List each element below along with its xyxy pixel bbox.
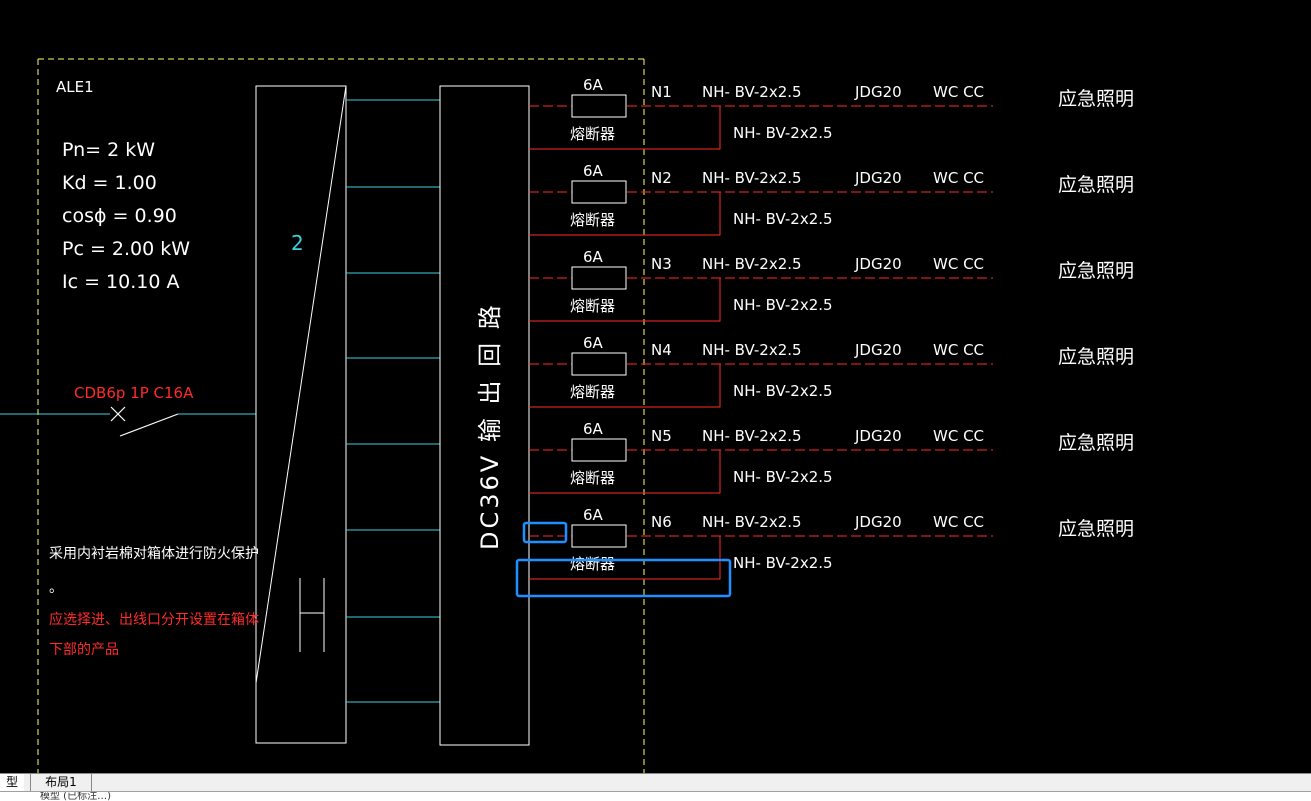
output-box: DC36V 输 出 回 路 xyxy=(439,85,530,746)
circuit-id: N4 xyxy=(651,341,672,359)
circuit-cable2: NH- BV-2x2.5 xyxy=(733,124,833,142)
circuit-laying: WC CC xyxy=(933,341,984,359)
selection-box-small[interactable] xyxy=(522,521,568,544)
circuit-load: 应急照明 xyxy=(1058,88,1134,110)
circuit-cable: NH- BV-2x2.5 xyxy=(702,341,802,359)
tab-model[interactable]: 型 xyxy=(0,774,25,791)
output-box-label: DC36V 输 出 回 路 xyxy=(476,302,504,550)
panel-params: Pn= 2 kW Kd = 1.00 cosϕ = 0.90 Pc = 2.00 kW… xyxy=(62,139,190,293)
command-line[interactable]: 模型 (已标注…) xyxy=(0,791,1311,801)
circuit-cable2: NH- BV-2x2.5 xyxy=(733,382,833,400)
circuit-cable2: NH- BV-2x2.5 xyxy=(733,468,833,486)
panel-param: Pc = 2.00 kW xyxy=(62,238,190,260)
fuse-rating: 6A xyxy=(583,420,604,438)
circuit-cable: NH- BV-2x2.5 xyxy=(702,255,802,273)
circuit-load: 应急照明 xyxy=(1058,260,1134,282)
fuse-label: 熔断器 xyxy=(570,469,615,487)
circuit-id: N2 xyxy=(651,169,672,187)
circuit-id: N1 xyxy=(651,83,672,101)
fuse-label: 熔断器 xyxy=(570,383,615,401)
incoming-feeder: CDB6p 1P C16A xyxy=(0,384,256,437)
schematic-svg: ALE1 Pn= 2 kW Kd = 1.00 cosϕ = 0.90 Pc = 2.… xyxy=(0,58,1134,773)
circuit-cable: NH- BV-2x2.5 xyxy=(702,169,802,187)
busbar-links xyxy=(346,99,440,703)
circuit-cable: NH- BV-2x2.5 xyxy=(702,513,802,531)
circuit-laying: WC CC xyxy=(933,255,984,273)
circuit-cable: NH- BV-2x2.5 xyxy=(702,83,802,101)
note-white: 采用内衬岩棉对箱体进行防火保护 xyxy=(49,545,259,562)
tab-layout1[interactable]: 布局1 xyxy=(30,774,92,791)
circuit-cable2: NH- BV-2x2.5 xyxy=(733,554,833,572)
fuse-icon xyxy=(571,352,627,376)
selection-box-large[interactable] xyxy=(515,558,732,598)
circuit-id: N6 xyxy=(651,513,672,531)
note-red: 应选择进、出线口分开设置在箱体 xyxy=(49,611,259,628)
fuse-label: 熔断器 xyxy=(570,297,615,315)
circuit-conduit: JDG20 xyxy=(854,341,902,359)
circuit-conduit: JDG20 xyxy=(854,169,902,187)
circuit-load: 应急照明 xyxy=(1058,174,1134,196)
circuit-cable2: NH- BV-2x2.5 xyxy=(733,296,833,314)
circuit-conduit: JDG20 xyxy=(854,255,902,273)
fuse-label: 熔断器 xyxy=(570,211,615,229)
circuit-laying: WC CC xyxy=(933,83,984,101)
selection-highlights[interactable] xyxy=(515,521,732,598)
panel-name: ALE1 xyxy=(56,78,94,96)
circuit-load: 应急照明 xyxy=(1058,346,1134,368)
fuse-label: 熔断器 xyxy=(570,125,615,143)
output-box-label-text: DC36V 输 出 回 路 xyxy=(476,302,504,550)
panel-param: Ic = 10.10 A xyxy=(62,271,179,293)
panel-param: Pn= 2 kW xyxy=(62,139,155,161)
fuse-icon xyxy=(571,438,627,462)
panel-param: Kd = 1.00 xyxy=(62,172,157,194)
fuse-rating: 6A xyxy=(583,162,604,180)
fuse-icon xyxy=(571,266,627,290)
busbar-box: 2 xyxy=(255,85,347,744)
note-white: 。 xyxy=(49,580,63,596)
fuse-icon xyxy=(571,180,627,204)
circuit-laying: WC CC xyxy=(933,427,984,445)
fuse-rating: 6A xyxy=(583,76,604,94)
fuse-label: 熔断器 xyxy=(570,555,615,573)
circuit-conduit: JDG20 xyxy=(854,83,902,101)
circuit-load: 应急照明 xyxy=(1058,432,1134,454)
fuse-icon xyxy=(571,524,627,548)
circuit-cable2: NH- BV-2x2.5 xyxy=(733,210,833,228)
cad-drawing-canvas[interactable]: ALE1 Pn= 2 kW Kd = 1.00 cosϕ = 0.90 Pc = 2.… xyxy=(0,0,1311,773)
fuse-icon xyxy=(571,94,627,118)
fuse-rating: 6A xyxy=(583,334,604,352)
fuse-rating: 6A xyxy=(583,506,604,524)
circuit-conduit: JDG20 xyxy=(854,513,902,531)
panel-boundary xyxy=(37,58,645,773)
circuit-cable: NH- BV-2x2.5 xyxy=(702,427,802,445)
breaker-label: CDB6p 1P C16A xyxy=(74,384,194,402)
fuse-rating: 6A xyxy=(583,248,604,266)
busbar-label: 2 xyxy=(291,231,304,255)
layout-tab-bar: 型 布局1 xyxy=(0,773,1311,792)
circuit-laying: WC CC xyxy=(933,169,984,187)
circuit-id: N3 xyxy=(651,255,672,273)
circuit-laying: WC CC xyxy=(933,513,984,531)
breaker-switch-icon xyxy=(110,406,126,422)
note-red: 下部的产品 xyxy=(49,642,119,658)
circuit-load: 应急照明 xyxy=(1058,518,1134,540)
circuit-conduit: JDG20 xyxy=(854,427,902,445)
circuit-id: N5 xyxy=(651,427,672,445)
panel-param: cosϕ = 0.90 xyxy=(62,205,177,227)
